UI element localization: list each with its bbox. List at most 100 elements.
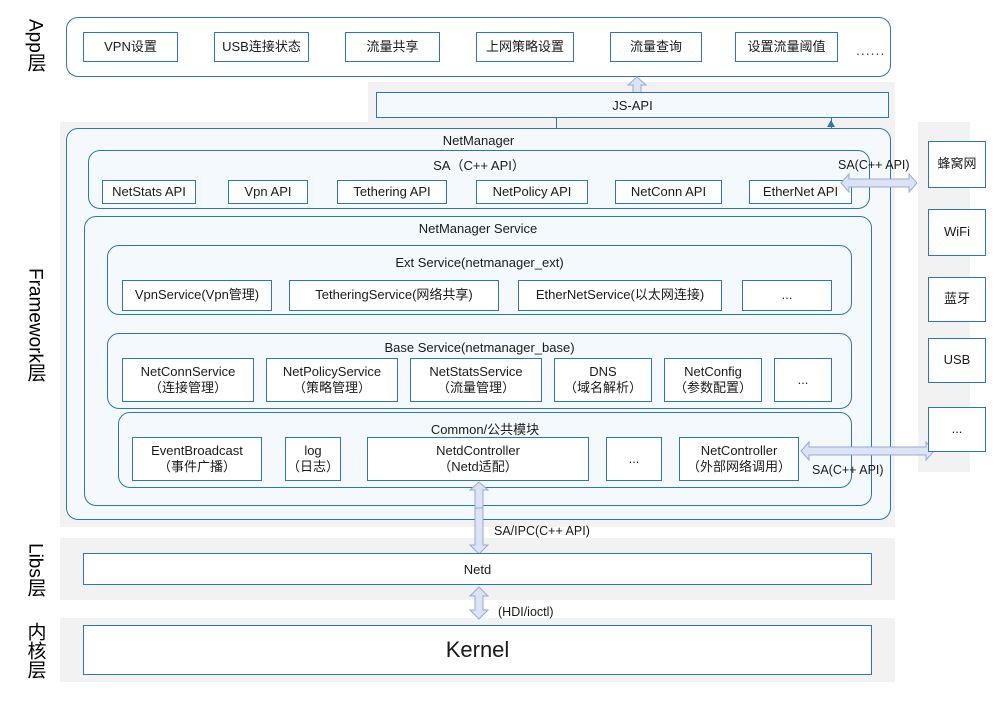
base-service-label: NetConnService — [140, 363, 236, 379]
arrow-devices-to-netcontroller — [800, 440, 935, 462]
base-service-label: NetPolicyService — [282, 363, 382, 379]
common-eventbroadcast[interactable]: EventBroadcast （事件广播） — [132, 437, 262, 481]
ext-service-label: EtherNetService(以太网连接) — [535, 287, 705, 303]
device-usb[interactable]: USB — [928, 338, 986, 383]
sa-cpp-api-bottom-label: SA(C++ API) — [812, 463, 884, 477]
ext-service-label: ... — [781, 287, 793, 303]
base-service-label: ... — [797, 371, 809, 387]
app-item-label: 流量共享 — [366, 38, 419, 54]
device-label: USB — [943, 352, 971, 368]
common-netdcontroller[interactable]: NetdController （Netd适配） — [367, 437, 589, 481]
arrow-up-jsapi — [827, 120, 835, 127]
base-service-netpolicyservice[interactable]: NetPolicyService （策略管理） — [266, 358, 398, 402]
base-service-sublabel: （域名解析） — [563, 380, 642, 395]
sa-api-label: NetStats API — [112, 183, 186, 199]
js-api-bar: JS-API — [376, 92, 889, 118]
base-service-label: NetConfig — [684, 363, 742, 379]
app-item-traffic-sharing[interactable]: 流量共享 — [345, 32, 440, 62]
sa-ipc-label: SA/IPC(C++ API) — [494, 524, 590, 538]
common-more[interactable]: ... — [606, 437, 662, 481]
app-item-label: USB连接状态 — [222, 38, 301, 54]
base-service-label: DNS — [589, 363, 617, 379]
device-label: 蓝牙 — [943, 291, 970, 307]
sa-api-netconn[interactable]: NetConn API — [615, 180, 722, 204]
common-sublabel: （外部网络调用） — [686, 459, 791, 474]
kernel-bar: Kernel — [83, 625, 872, 675]
sa-api-vpn[interactable]: Vpn API — [228, 180, 308, 204]
common-log[interactable]: log （日志） — [285, 437, 341, 481]
app-item-label: VPN设置 — [104, 38, 157, 54]
base-service-more[interactable]: ... — [774, 358, 832, 402]
ext-service-title: Ext Service(netmanager_ext) — [395, 255, 564, 270]
sa-api-label: NetPolicy API — [492, 183, 572, 199]
device-label: WiFi — [944, 224, 970, 240]
device-more[interactable]: ... — [928, 407, 986, 452]
sa-api-tethering[interactable]: Tethering API — [337, 180, 447, 204]
common-label: NetController — [700, 442, 778, 458]
base-service-sublabel: （参数配置） — [673, 380, 752, 395]
arrow-framework-to-libs — [468, 505, 490, 555]
sa-api-label: Tethering API — [353, 183, 431, 199]
hdi-ioctl-label: (HDI/ioctl) — [498, 605, 554, 619]
sa-panel-title: SA（C++ API） — [433, 158, 525, 173]
layer-label-kernel: 内核层 — [24, 621, 46, 679]
base-service-sublabel: （流量管理） — [436, 380, 515, 395]
common-sublabel: （Netd适配） — [438, 459, 518, 474]
sa-api-label: EtherNet API — [762, 183, 839, 199]
common-sublabel: （日志） — [286, 459, 339, 474]
common-label: log — [304, 442, 322, 458]
ext-service-vpnservice[interactable]: VpnService(Vpn管理) — [122, 280, 272, 311]
common-label: EventBroadcast — [151, 442, 243, 458]
sa-api-label: Vpn API — [244, 183, 292, 199]
base-service-netconnservice[interactable]: NetConnService （连接管理） — [122, 358, 254, 402]
sa-api-netstats[interactable]: NetStats API — [102, 180, 196, 204]
base-service-netconfig[interactable]: NetConfig （参数配置） — [664, 358, 762, 402]
common-label: ... — [628, 450, 640, 466]
common-sublabel: （事件广播） — [157, 459, 236, 474]
device-label: ... — [951, 421, 963, 437]
app-item-vpn-settings[interactable]: VPN设置 — [83, 32, 178, 62]
ext-service-tetheringservice[interactable]: TetheringService(网络共享) — [289, 280, 499, 311]
app-item-label: 设置流量阈值 — [747, 38, 826, 54]
base-service-netstatsservice[interactable]: NetStatsService （流量管理） — [410, 358, 542, 402]
ext-service-label: VpnService(Vpn管理) — [134, 287, 260, 303]
layer-label-libs: Libs层 — [24, 543, 46, 597]
device-wifi[interactable]: WiFi — [928, 209, 986, 256]
base-service-sublabel: （策略管理） — [292, 380, 371, 395]
common-netcontroller[interactable]: NetController （外部网络调用） — [679, 437, 799, 481]
arrow-sa-to-devices-top — [840, 172, 918, 194]
netd-bar: Netd — [83, 553, 872, 585]
base-service-title: Base Service(netmanager_base) — [384, 340, 575, 355]
app-item-label: 流量查询 — [629, 38, 682, 54]
layer-label-app: App层 — [24, 18, 46, 72]
arrow-libs-to-kernel — [468, 586, 490, 620]
kernel-label: Kernel — [445, 637, 510, 662]
app-item-label: 上网策略设置 — [485, 38, 564, 54]
common-label: NetdController — [436, 442, 520, 458]
device-cellular[interactable]: 蜂窝网 — [928, 141, 986, 188]
sa-api-netpolicy[interactable]: NetPolicy API — [476, 180, 588, 204]
app-item-traffic-query[interactable]: 流量查询 — [610, 32, 702, 62]
netd-label: Netd — [463, 561, 492, 577]
js-api-label: JS-API — [612, 97, 653, 113]
common-module-title: Common/公共模块 — [430, 422, 540, 437]
device-label: 蜂窝网 — [937, 156, 977, 172]
layer-label-framework: Framework层 — [24, 267, 46, 382]
base-service-sublabel: （连接管理） — [148, 380, 227, 395]
app-item-traffic-threshold[interactable]: 设置流量阈值 — [735, 32, 838, 62]
device-bluetooth[interactable]: 蓝牙 — [928, 277, 986, 322]
app-item-usb-connection-status[interactable]: USB连接状态 — [214, 32, 309, 62]
netmanager-title: NetManager — [442, 133, 515, 148]
sa-cpp-api-top-label: SA(C++ API) — [838, 158, 910, 172]
ext-service-more[interactable]: ... — [742, 280, 832, 311]
base-service-label: NetStatsService — [429, 363, 523, 379]
arrow-netdcontroller-to-netd — [468, 481, 490, 509]
sa-api-ethernet[interactable]: EtherNet API — [749, 180, 852, 204]
app-item-more: ...... — [856, 42, 886, 58]
ext-service-label: TetheringService(网络共享) — [315, 287, 473, 303]
netmanager-service-title: NetManager Service — [418, 221, 538, 236]
app-item-network-policy-settings[interactable]: 上网策略设置 — [476, 32, 574, 62]
ext-service-ethernetservice[interactable]: EtherNetService(以太网连接) — [518, 280, 722, 311]
base-service-dns[interactable]: DNS （域名解析） — [554, 358, 652, 402]
